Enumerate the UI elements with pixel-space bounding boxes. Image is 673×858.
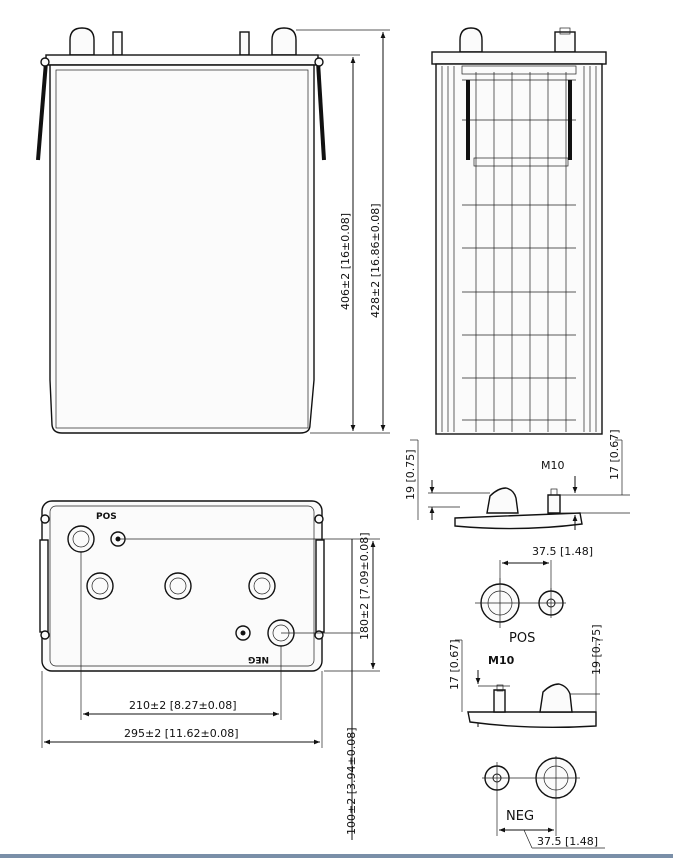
side-view <box>431 27 607 435</box>
top-pos-terminal <box>67 525 126 553</box>
front-terminal-posts <box>69 27 297 56</box>
top-width-label: 180±2 [7.09±0.08] <box>358 533 371 641</box>
top-terminal-spacing-label: 210±2 [8.27±0.08] <box>129 699 237 712</box>
bottom-rule <box>0 854 673 858</box>
neg-height-right-label: 19 [0.75] <box>590 624 603 675</box>
pos-height-left-label: 19 [0.75] <box>404 449 417 500</box>
neg-detail: 17 [0.67] M10 19 [0.75] NEG 37.5 [1.48] <box>448 624 605 849</box>
top-vent-caps <box>86 572 276 600</box>
front-view: 406±2 [16±0.08] 428±2 [16.86±0.08] <box>36 27 390 434</box>
front-height-inner-label: 406±2 [16±0.08] <box>339 213 352 310</box>
front-handle-left <box>36 61 48 161</box>
pos-detail: 19 [0.75] 17 [0.67] M10 37.5 [1.48] POS <box>404 429 630 646</box>
neg-detail-label: NEG <box>506 809 534 824</box>
top-view: POS NEG 180±2 [7.09±0.08] 210±2 [8.27±0.… <box>39 500 380 840</box>
side-grid <box>441 65 597 432</box>
pos-spacing-label: 37.5 [1.48] <box>532 545 593 558</box>
pos-thread-label: M10 <box>541 459 565 472</box>
top-offset-label: 100±2 [3.94±0.08] <box>345 728 358 836</box>
pos-height-right-label: 17 [0.67] <box>608 429 621 480</box>
front-lid <box>45 54 319 66</box>
front-case <box>49 64 315 434</box>
top-handle-right <box>315 539 325 633</box>
neg-height-left-label: 17 [0.67] <box>448 639 461 690</box>
front-handle-right <box>316 61 326 161</box>
top-length-label: 295±2 [11.62±0.08] <box>124 727 239 740</box>
top-pos-label: POS <box>96 512 117 522</box>
front-height-total-label: 428±2 [16.86±0.08] <box>369 204 382 319</box>
side-lid <box>431 51 607 65</box>
top-neg-label: NEG <box>248 654 269 664</box>
top-handle-left <box>39 539 49 633</box>
pos-detail-label: POS <box>509 631 535 646</box>
neg-thread-label: M10 <box>488 654 515 667</box>
neg-spacing-label: 37.5 [1.48] <box>537 835 598 848</box>
